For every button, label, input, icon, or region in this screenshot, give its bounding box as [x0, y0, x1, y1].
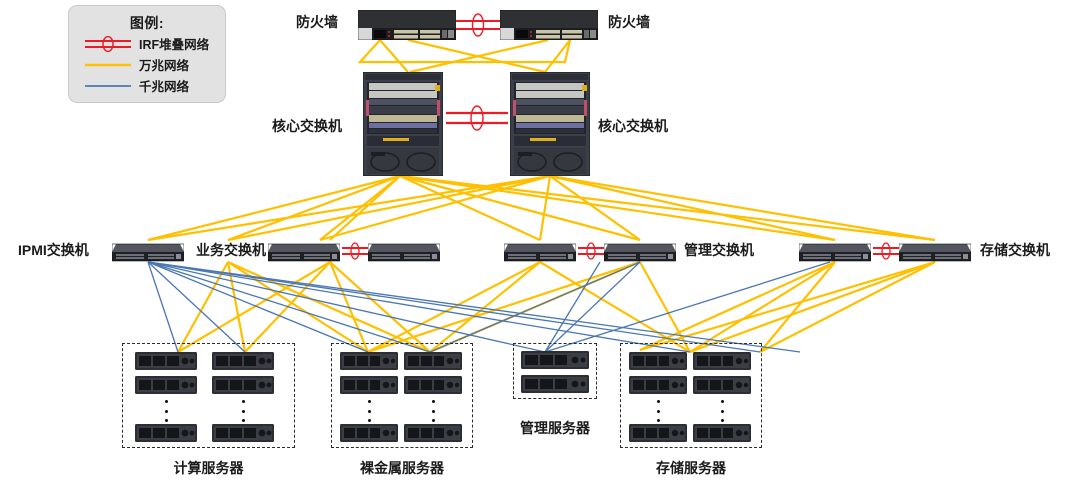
baremetal-server-n[interactable]: [340, 424, 398, 442]
label-service-switch: 业务交换机: [196, 242, 266, 258]
label-baremetal-servers: 裸金属服务器: [360, 460, 444, 476]
irf-link-storage-switch-pair: [873, 242, 899, 260]
compute-ellipsis-right: [241, 400, 245, 422]
irf-link-service-switch-pair: [342, 242, 368, 260]
firewall-left[interactable]: [357, 9, 457, 41]
core-switch-right[interactable]: [509, 71, 591, 177]
label-core-switch-right: 核心交换机: [598, 118, 668, 134]
legend-label-irf: IRF堆叠网络: [139, 38, 210, 52]
baremetal-server-m[interactable]: [404, 424, 462, 442]
storage-switch-to-server-links: [639, 260, 936, 354]
legend-label-gig: 千兆网络: [139, 80, 190, 94]
legend-item-gig: 千兆网络: [69, 75, 225, 96]
mgmt-access-gig-links: [429, 261, 831, 353]
label-storage-switch: 存储交换机: [980, 242, 1050, 258]
legend-label-tengig: 万兆网络: [139, 59, 190, 73]
compute-server-group: [122, 343, 295, 448]
compute-ellipsis-left: [164, 400, 168, 422]
mgmt-server-2[interactable]: [521, 375, 589, 393]
firewall-right[interactable]: [499, 9, 599, 41]
legend-title: 图例:: [129, 15, 165, 31]
mgmt-server-group: [513, 343, 597, 399]
irf-link-core-switch-pair: [446, 104, 508, 132]
firewall-to-core-links: [357, 38, 572, 74]
storage-switch-2[interactable]: [898, 242, 972, 262]
compute-server-n[interactable]: [135, 424, 197, 442]
irf-link-mgmt-switch-pair: [578, 242, 604, 260]
compute-server-2[interactable]: [135, 376, 197, 394]
baremetal-server-3[interactable]: [404, 352, 462, 370]
compute-server-m[interactable]: [212, 424, 274, 442]
compute-server-4[interactable]: [212, 376, 274, 394]
storage-server-n[interactable]: [629, 424, 687, 442]
legend-item-tengig: 万兆网络: [69, 54, 225, 75]
label-storage-servers: 存储服务器: [656, 460, 726, 476]
baremetal-server-group: [331, 343, 473, 448]
label-firewall-left: 防火墙: [296, 14, 338, 30]
label-core-switch-left: 核心交换机: [272, 118, 342, 134]
irf-line-sample: [85, 35, 131, 52]
baremetal-ellipsis-left: [367, 400, 371, 422]
compute-server-1[interactable]: [135, 352, 197, 370]
baremetal-server-1[interactable]: [340, 352, 398, 370]
baremetal-ellipsis-right: [431, 400, 435, 422]
storage-server-3[interactable]: [693, 352, 751, 370]
storage-ellipsis-left: [656, 400, 660, 422]
mgmt-switch-2[interactable]: [603, 242, 677, 262]
storage-server-1[interactable]: [629, 352, 687, 370]
storage-server-group: [620, 343, 762, 448]
ipmi-switch-to-server-links: [147, 261, 801, 353]
storage-server-2[interactable]: [629, 376, 687, 394]
label-firewall-right: 防火墙: [608, 14, 650, 30]
mgmt-server-1[interactable]: [521, 351, 589, 369]
tengig-line-sample: [85, 57, 131, 73]
label-compute-servers: 计算服务器: [173, 460, 244, 476]
baremetal-server-4[interactable]: [404, 376, 462, 394]
mgmt-switch-1[interactable]: [503, 242, 577, 262]
service-switch-1[interactable]: [267, 242, 341, 262]
compute-server-3[interactable]: [212, 352, 274, 370]
ipmi-switch[interactable]: [111, 242, 185, 262]
core-to-access-links: [147, 174, 936, 242]
legend-panel: 图例: IRF堆叠网络 万兆网络: [68, 5, 226, 103]
irf-link-firewall-pair: [456, 12, 500, 38]
storage-server-m[interactable]: [693, 424, 751, 442]
storage-server-4[interactable]: [693, 376, 751, 394]
core-switch-left[interactable]: [362, 71, 444, 177]
service-switch-to-server-links: [177, 260, 431, 354]
label-ipmi-switch: IPMI交换机: [18, 242, 89, 258]
label-mgmt-switch: 管理交换机: [684, 242, 754, 258]
legend-item-irf: IRF堆叠网络: [69, 33, 225, 54]
baremetal-server-2[interactable]: [340, 376, 398, 394]
storage-switch-1[interactable]: [798, 242, 872, 262]
storage-ellipsis-right: [720, 400, 724, 422]
label-mgmt-servers: 管理服务器: [520, 420, 590, 436]
mgmt-switch-to-server-links: [367, 260, 691, 354]
service-switch-2[interactable]: [367, 242, 441, 262]
gig-line-sample: [85, 78, 131, 94]
